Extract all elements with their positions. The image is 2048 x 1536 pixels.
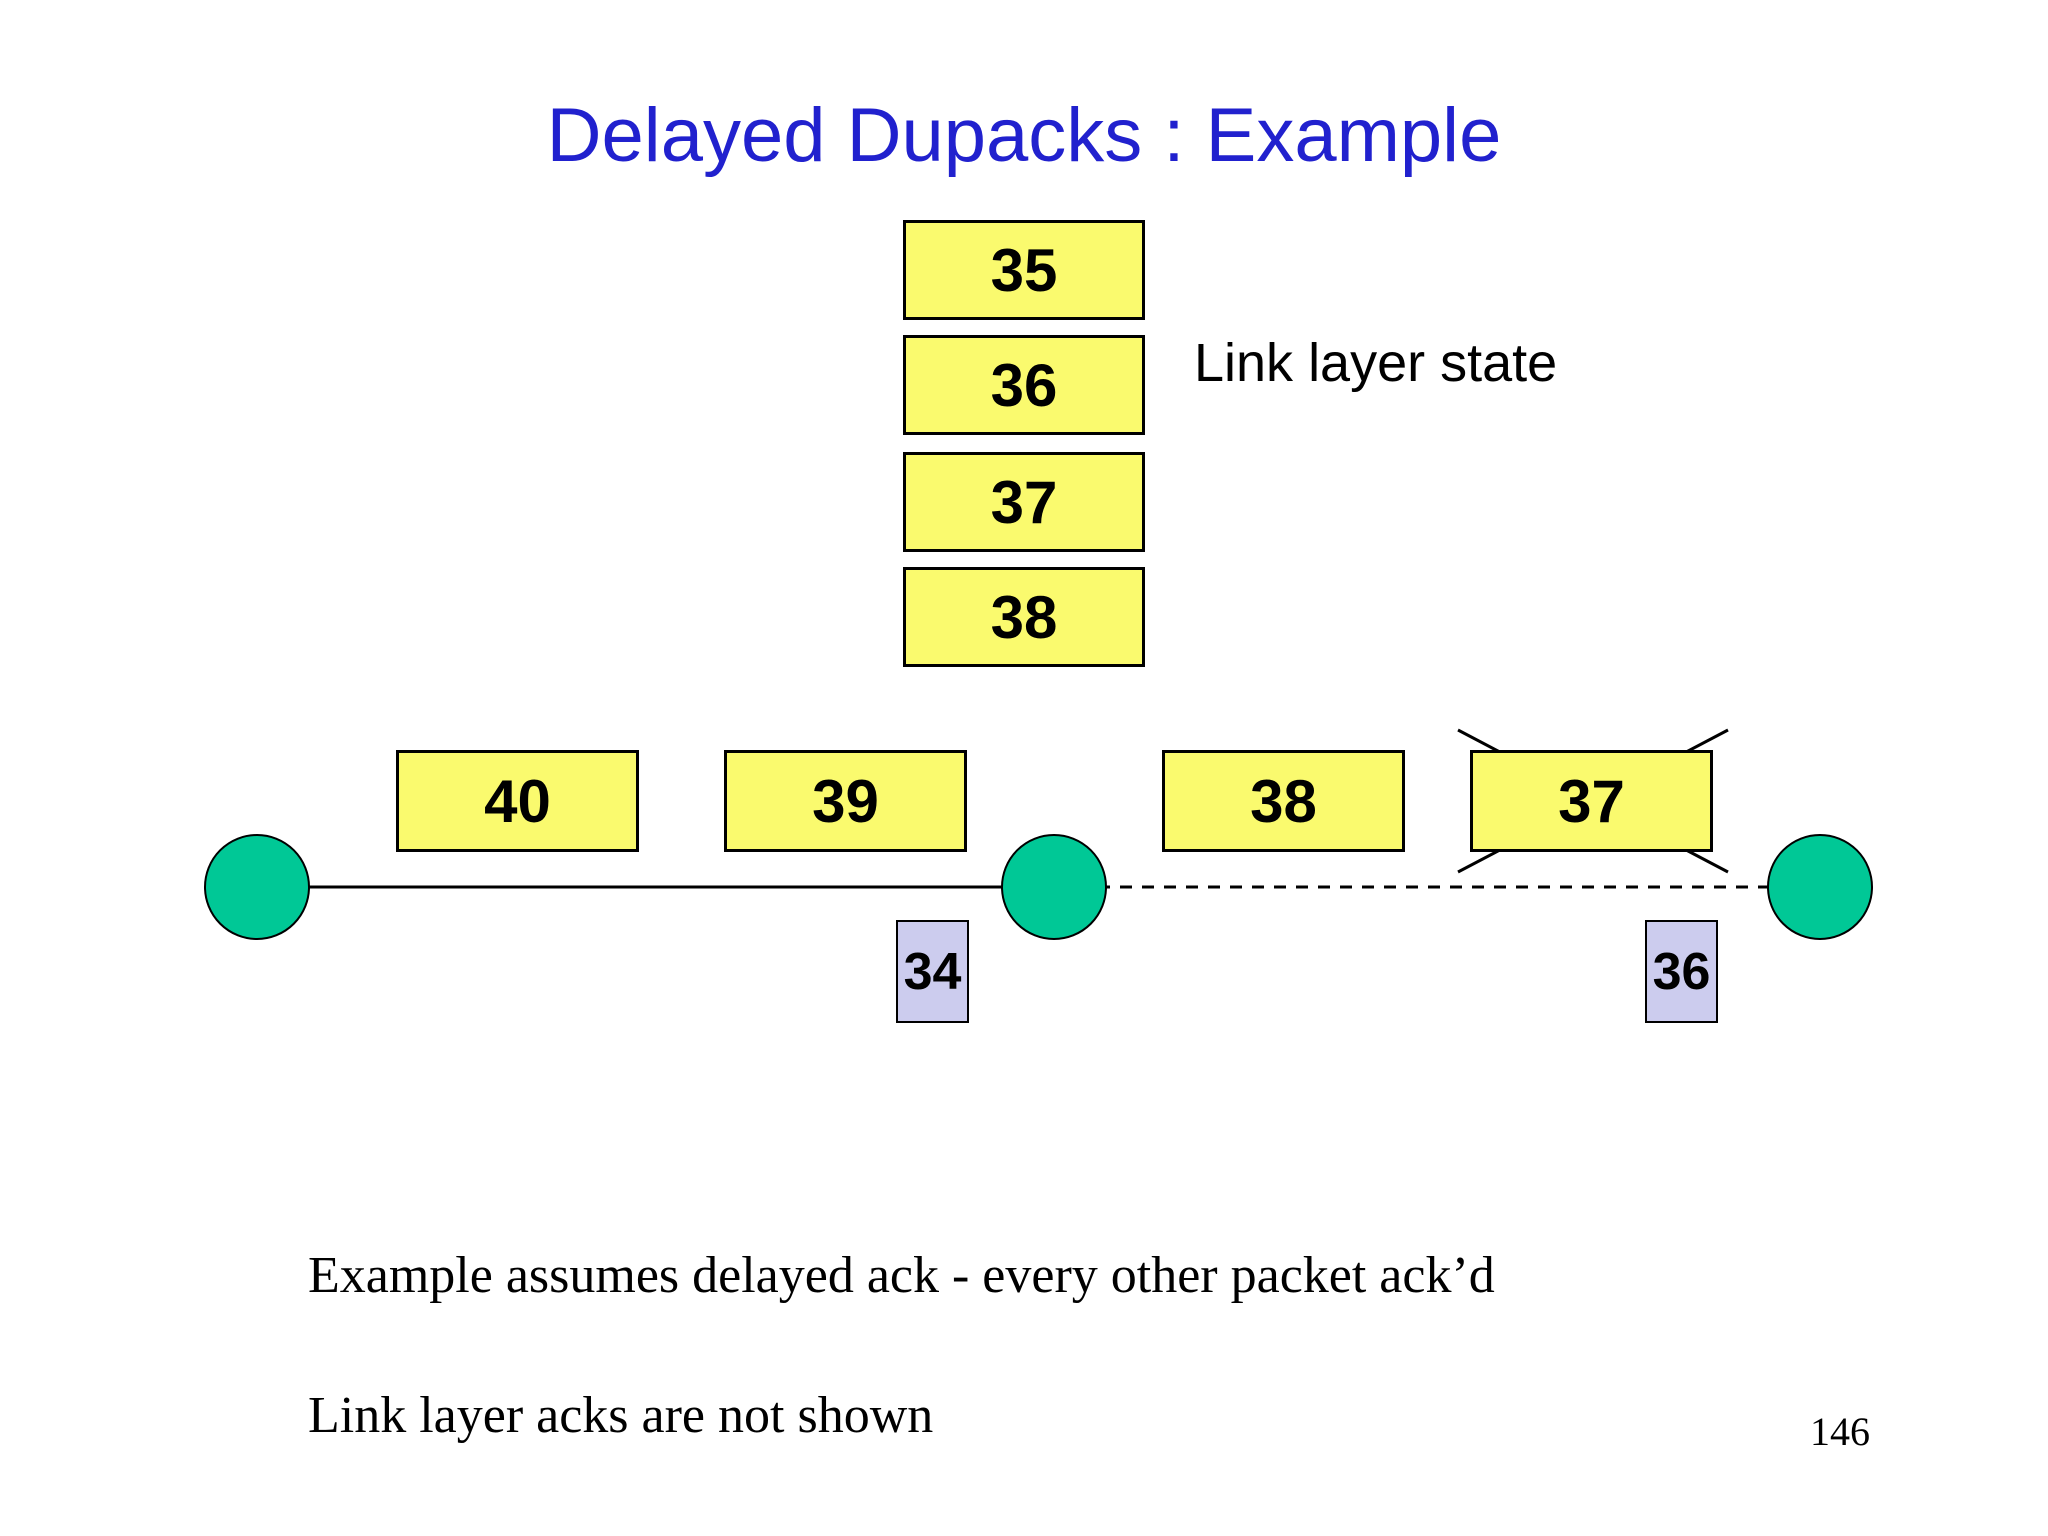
state-packet-37: 37: [903, 452, 1145, 552]
state-packet-36-label: 36: [990, 351, 1058, 419]
sender-node-circle: [204, 834, 310, 940]
link-layer-state-label: Link layer state: [1194, 333, 1558, 393]
base-station-node-circle: [1001, 834, 1107, 940]
page-number: 146: [1810, 1409, 1870, 1454]
note-link-layer-acks: Link layer acks are not shown: [308, 1387, 934, 1444]
note-delayed-ack: Example assumes delayed ack - every othe…: [308, 1247, 1495, 1304]
state-packet-35-label: 35: [990, 236, 1058, 304]
ack-packet-34: 34: [896, 920, 969, 1023]
state-packet-36: 36: [903, 335, 1145, 435]
inflight-packet-40: 40: [396, 750, 639, 852]
inflight-packet-38: 38: [1162, 750, 1405, 852]
state-packet-38: 38: [903, 567, 1145, 667]
ack-packet-36: 36: [1645, 920, 1718, 1023]
slide-title: Delayed Dupacks : Example: [546, 93, 1502, 178]
ack-packet-36-label: 36: [1652, 942, 1711, 1001]
inflight-packet-37-lost: 37: [1470, 750, 1713, 852]
state-packet-38-label: 38: [990, 583, 1058, 651]
inflight-packet-38-label: 38: [1250, 767, 1317, 835]
receiver-node-circle: [1767, 834, 1873, 940]
ack-packet-34-label: 34: [903, 942, 962, 1001]
inflight-packet-37-label: 37: [1558, 767, 1625, 835]
inflight-packet-39: 39: [724, 750, 967, 852]
state-packet-37-label: 37: [990, 468, 1058, 536]
inflight-packet-39-label: 39: [812, 767, 879, 835]
inflight-packet-40-label: 40: [484, 767, 551, 835]
state-packet-35: 35: [903, 220, 1145, 320]
